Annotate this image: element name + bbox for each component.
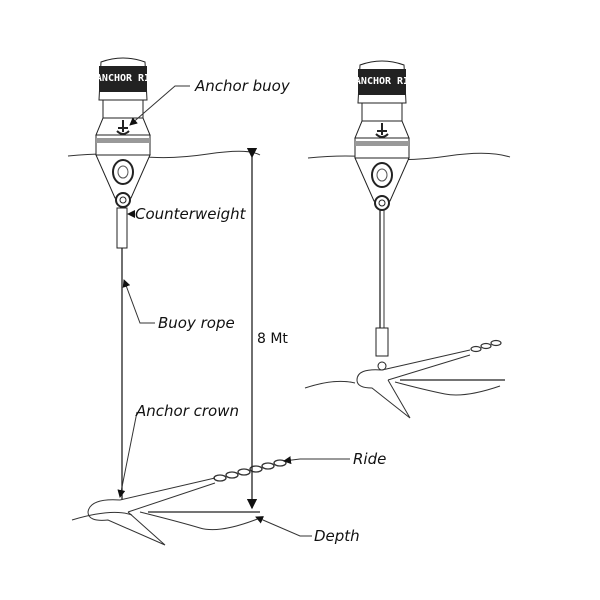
label-anchor-crown: Anchor crown xyxy=(135,402,239,420)
dimension-label: 8 Mt xyxy=(257,331,288,347)
label-counterweight: Counterweight xyxy=(135,205,247,223)
label-anchor-buoy: Anchor buoy xyxy=(194,77,291,95)
buoy-logo-right: ANCHOR RI xyxy=(355,76,409,87)
anchor-chain-right xyxy=(470,339,502,353)
anchor xyxy=(87,499,166,546)
anchor-chain xyxy=(213,459,287,482)
label-buoy-rope: Buoy rope xyxy=(158,314,235,332)
buoy-logo: ANCHOR RI xyxy=(96,73,150,84)
left-scene: ANCHOR RI 8 Mt Anchor buoy Counterweight… xyxy=(67,57,386,546)
counterweight xyxy=(116,207,128,249)
seabed xyxy=(71,511,261,531)
right-scene: ANCHOR RI xyxy=(304,60,511,419)
label-ride: Ride xyxy=(353,450,386,468)
seabed-right xyxy=(304,380,501,396)
counterweight-right xyxy=(375,327,389,357)
anchor-right xyxy=(356,369,411,419)
label-depth: Depth xyxy=(314,527,360,545)
